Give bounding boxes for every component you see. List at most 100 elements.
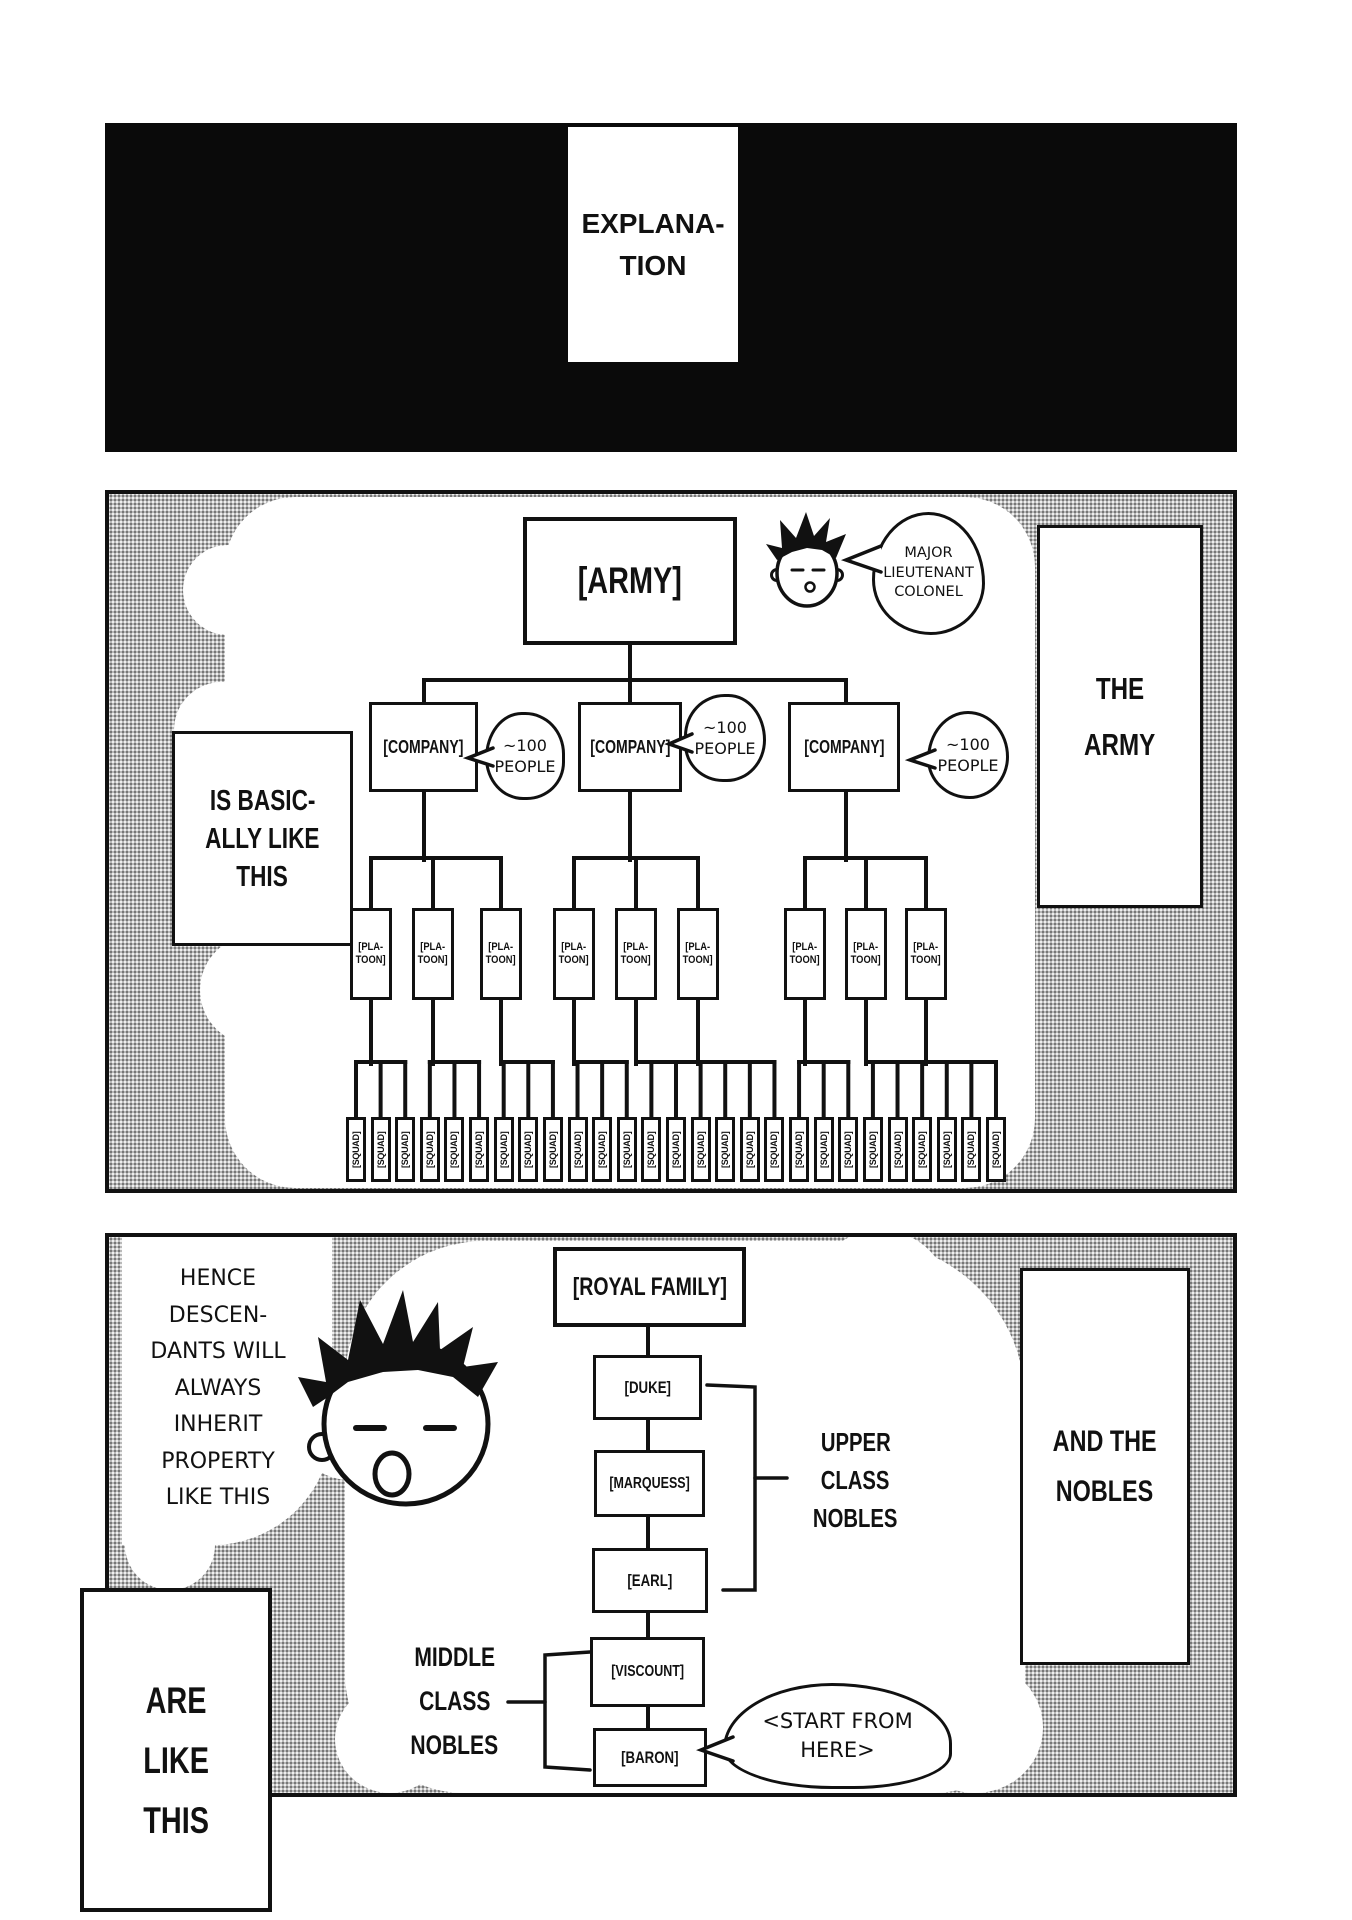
squad-box: [SQUAD] — [493, 1117, 514, 1182]
cloud-bump — [335, 1685, 445, 1793]
marquess-box: [MARQUESS] — [594, 1450, 705, 1517]
squad-box: [SQUAD] — [789, 1117, 810, 1182]
squad-box: [SQUAD] — [370, 1117, 391, 1182]
title-box: EXPLANA- TION — [568, 127, 738, 362]
platoon-box: [PLA-TOON] — [615, 908, 657, 1000]
caption-right-box: THE ARMY — [1037, 525, 1203, 908]
squad-box: [SQUAD] — [592, 1117, 613, 1182]
people-line1: ~100 — [946, 735, 990, 754]
earl-box: [EARL] — [592, 1548, 708, 1613]
upper-class-line3: NOBLES — [813, 1503, 898, 1533]
upper-class-label: UPPER CLASS NOBLES — [798, 1423, 913, 1537]
caption-right-box: AND THE NOBLES — [1020, 1268, 1190, 1665]
middle-class-line3: NOBLES — [410, 1730, 499, 1760]
start-line2: HERE> — [800, 1738, 875, 1762]
earl-label: [EARL] — [627, 1570, 673, 1590]
squad-box: [SQUAD] — [665, 1117, 686, 1182]
squad-box: [SQUAD] — [961, 1117, 982, 1182]
cloud-bump — [900, 1390, 1020, 1510]
people-line2: PEOPLE — [937, 756, 999, 775]
title-banner: EXPLANA- TION — [105, 123, 1237, 452]
company-box-1: [COMPANY] — [369, 702, 478, 792]
upper-class-line1: UPPER — [820, 1427, 891, 1457]
nobles-panel: [ROYAL FAMILY] [DUKE] [MARQUESS] [EARL] … — [105, 1233, 1237, 1797]
squad-box: [SQUAD] — [419, 1117, 440, 1182]
hence-line2: DESCEN- — [168, 1302, 268, 1328]
royal-family-box: [ROYAL FAMILY] — [553, 1247, 746, 1327]
baron-label: [BARON] — [621, 1747, 679, 1767]
squad-box: [SQUAD] — [346, 1117, 366, 1182]
squad-box: [SQUAD] — [862, 1117, 883, 1182]
people-line2: PEOPLE — [494, 757, 556, 776]
squad-box: [SQUAD] — [764, 1117, 785, 1182]
title-line1: EXPLANA- — [581, 207, 725, 239]
platoon-box: [PLA-TOON] — [784, 908, 826, 1000]
squad-box: [SQUAD] — [542, 1117, 563, 1182]
company-label: [COMPANY] — [589, 736, 671, 757]
platoon-box: [PLA-TOON] — [350, 908, 392, 1000]
are-line: ARE — [145, 1680, 207, 1721]
hence-line7: LIKE THIS — [165, 1485, 271, 1510]
squad-box: [SQUAD] — [567, 1117, 588, 1182]
cloud-bump — [183, 545, 273, 635]
title-line2: TION — [619, 249, 687, 281]
people-line1: ~100 — [503, 736, 547, 755]
company-label: [COMPANY] — [803, 736, 885, 757]
hence-line6: PROPERTY — [161, 1448, 275, 1474]
company-label: [COMPANY] — [383, 736, 464, 757]
royal-family-label: [ROYAL FAMILY] — [572, 1272, 727, 1301]
squad-box: [SQUAD] — [838, 1117, 859, 1182]
squad-box: [SQUAD] — [936, 1117, 957, 1182]
platoon-box: [PLA-TOON] — [480, 908, 522, 1000]
army-root-box: [ARMY] — [523, 517, 737, 645]
caption-left-box: IS BASIC- ALLY LIKE THIS — [172, 731, 353, 946]
like-line: LIKE — [143, 1740, 209, 1781]
officer-line2: LIEUTENANT — [883, 564, 974, 581]
caption-left-line2: ALLY LIKE — [205, 822, 320, 855]
platoon-row: [PLA-TOON] [PLA-TOON] [PLA-TOON] [PLA-TOON]… — [109, 494, 1233, 1189]
platoon-box: [PLA-TOON] — [905, 908, 947, 1000]
squad-box: [SQUAD] — [813, 1117, 834, 1182]
duke-box: [DUKE] — [593, 1355, 702, 1420]
hence-line1: HENCE — [179, 1266, 257, 1291]
caption-right-line1: THE — [1095, 670, 1145, 706]
start-line1: <START FROM — [762, 1709, 913, 1733]
people-bubble-2: ~100 PEOPLE — [684, 694, 766, 782]
big-narrator-face-icon — [298, 1290, 498, 1507]
hence-line5: INHERIT — [173, 1412, 263, 1437]
army-root-label: [ARMY] — [577, 560, 683, 601]
caption-top-left: HENCE DESCEN- DANTS WILL ALWAYS INHERIT … — [138, 1261, 298, 1517]
caption-left-line1: IS BASIC- — [209, 784, 316, 817]
company-box-3: [COMPANY] — [788, 702, 900, 792]
squad-box: [SQUAD] — [518, 1117, 539, 1182]
duke-label: [DUKE] — [624, 1377, 671, 1397]
squad-box: [SQUAD] — [641, 1117, 662, 1182]
middle-class-line2: CLASS — [418, 1686, 491, 1716]
baron-box: [BARON] — [593, 1728, 707, 1787]
this-line: THIS — [143, 1800, 209, 1841]
upper-class-line2: CLASS — [821, 1465, 890, 1495]
squad-box: [SQUAD] — [715, 1117, 736, 1182]
hence-line4: ALWAYS — [174, 1375, 262, 1401]
officer-bubble: MAJOR LIEUTENANT COLONEL — [872, 512, 985, 635]
army-panel: [ARMY] [COMPANY] [COMPANY] [COMPANY] [PL… — [105, 490, 1237, 1193]
platoon-box: [PLA-TOON] — [845, 908, 887, 1000]
cloud-bump — [810, 1237, 950, 1370]
squad-box: [SQUAD] — [739, 1117, 760, 1182]
viscount-box: [VISCOUNT] — [590, 1637, 705, 1707]
people-bubble-3: ~100 PEOPLE — [927, 711, 1009, 799]
squad-box: [SQUAD] — [469, 1117, 490, 1182]
hence-line3: DANTS WILL — [150, 1339, 286, 1364]
and-the-line: AND THE — [1052, 1424, 1158, 1458]
platoon-box: [PLA-TOON] — [412, 908, 454, 1000]
squad-box: [SQUAD] — [985, 1117, 1006, 1182]
narrator-face-icon — [766, 512, 846, 608]
officer-line1: MAJOR — [904, 545, 953, 562]
marquess-label: [MARQUESS] — [609, 1474, 690, 1492]
viscount-label: [VISCOUNT] — [611, 1663, 684, 1680]
people-bubble-1: ~100 PEOPLE — [485, 712, 565, 800]
middle-class-line1: MIDDLE — [414, 1642, 495, 1672]
squad-box: [SQUAD] — [690, 1117, 711, 1182]
caption-left-line3: THIS — [236, 860, 289, 893]
